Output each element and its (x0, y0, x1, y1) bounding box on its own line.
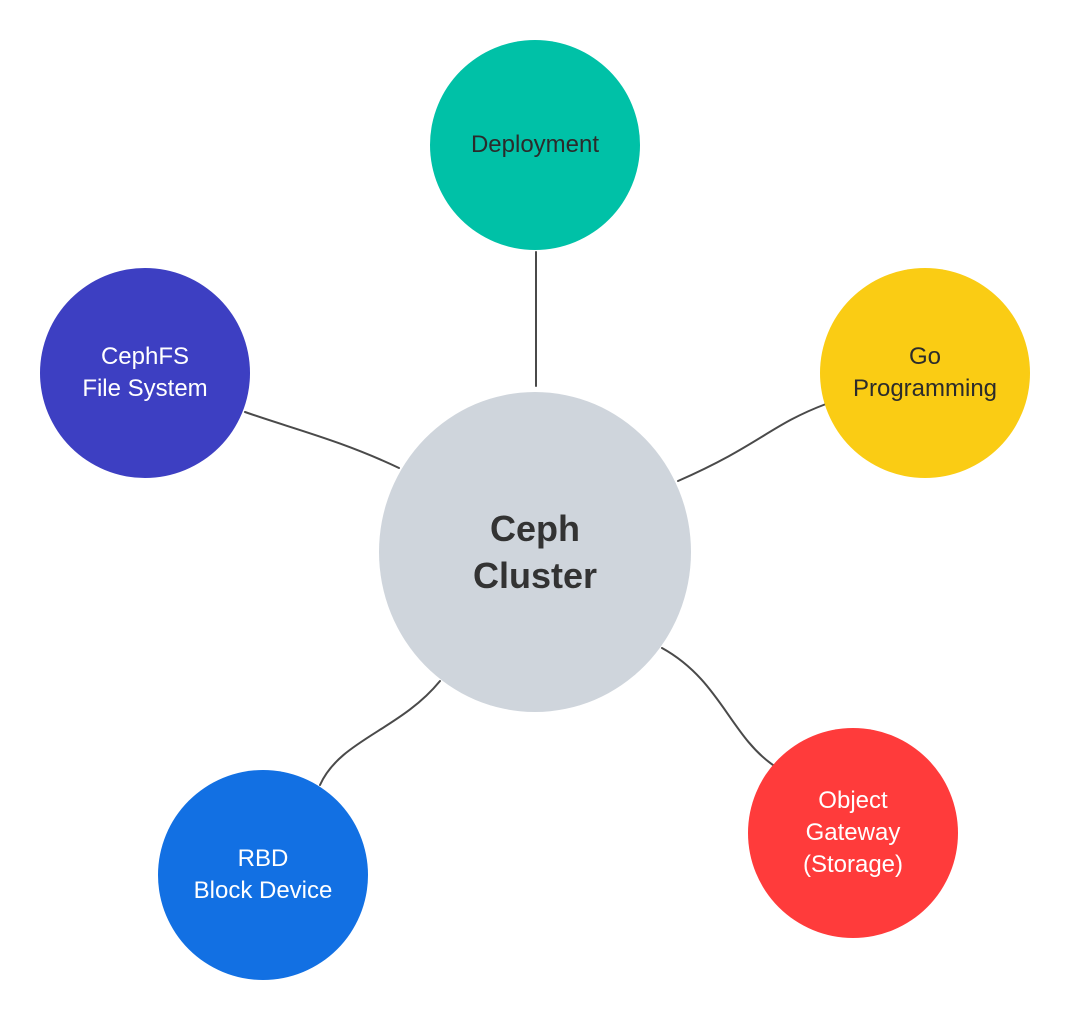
ceph-cluster-node[interactable]: Ceph Cluster (379, 392, 691, 712)
object-gateway-label-line-3: (Storage) (802, 851, 904, 878)
deployment-label-line-1: Deployment (470, 131, 600, 158)
edge-center-rbd (319, 680, 441, 786)
ceph-cluster-label-line-2: Cluster (472, 555, 598, 596)
edge-center-cephfs (244, 411, 400, 469)
edge-center-go (677, 403, 827, 482)
cephfs-label: CephFS File System (82, 341, 207, 405)
go-programming-label: Go Programming (853, 341, 997, 405)
rbd-label: RBD Block Device (194, 843, 333, 907)
cephfs-node[interactable]: CephFS File System (40, 268, 250, 478)
object-gateway-label-line-2: Gateway (805, 819, 901, 846)
rbd-label-line-1: RBD (237, 845, 289, 872)
cephfs-label-line-2: File System (82, 375, 208, 402)
deployment-label: Deployment (471, 129, 599, 161)
object-gateway-label: Object Gateway (Storage) (803, 785, 903, 881)
edge-center-object-gateway (661, 647, 774, 766)
go-programming-label-line-1: Go (908, 343, 941, 370)
cephfs-label-line-1: CephFS (100, 343, 190, 370)
rbd-block-device-node[interactable]: RBD Block Device (158, 770, 368, 980)
go-programming-node[interactable]: Go Programming (820, 268, 1030, 478)
deployment-node[interactable]: Deployment (430, 40, 640, 250)
ceph-cluster-label-line-1: Ceph (490, 508, 580, 549)
rbd-label-line-2: Block Device (193, 877, 333, 904)
object-gateway-node[interactable]: Object Gateway (Storage) (748, 728, 958, 938)
object-gateway-label-line-1: Object (818, 787, 888, 814)
go-programming-label-line-2: Programming (852, 375, 998, 402)
ceph-cluster-label: Ceph Cluster (473, 505, 597, 599)
